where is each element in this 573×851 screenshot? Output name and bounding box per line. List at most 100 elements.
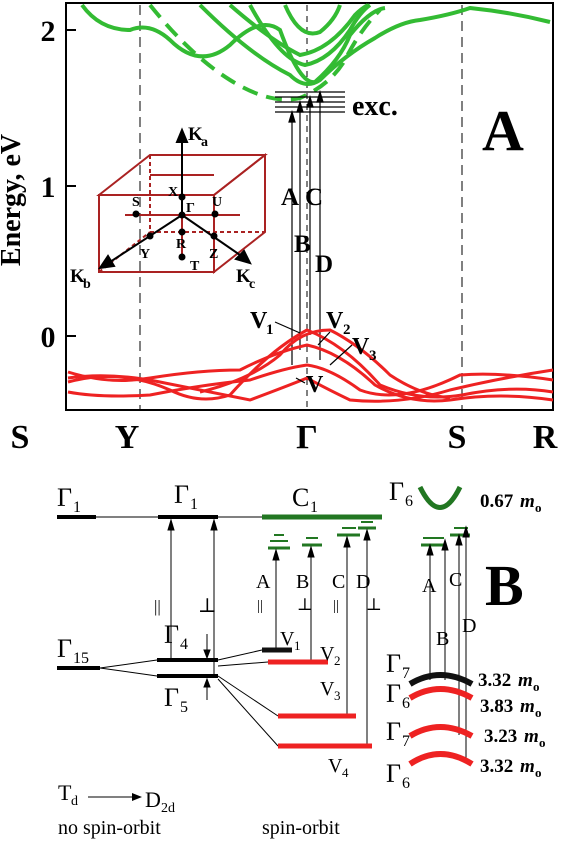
mass-sub: o — [539, 735, 546, 750]
v2-label: V — [320, 643, 335, 665]
arrowhead — [462, 525, 470, 538]
d2d-label: D — [145, 787, 161, 812]
mass-sub: o — [535, 765, 542, 780]
label-z: Z — [209, 247, 218, 262]
bz-point-labels: X Γ S U Y R Z T — [132, 185, 222, 274]
panel-a-frame — [65, 2, 554, 411]
rb-label-a: A — [422, 575, 437, 597]
arrowhead — [343, 535, 351, 548]
valence-band — [67, 343, 554, 403]
c1-sub: 1 — [310, 499, 318, 516]
k-label-gamma: Γ — [296, 419, 318, 456]
kb-axis — [109, 214, 183, 263]
v4-sub: 4 — [342, 765, 349, 780]
arrowhead — [132, 793, 142, 801]
gamma6-lower-label: Γ — [386, 759, 401, 788]
point-y — [146, 232, 154, 240]
conduction-bands — [80, 3, 551, 102]
gamma1-left-sub: 1 — [73, 499, 81, 516]
v1-label: V — [280, 628, 295, 650]
conduction-band-dashed — [148, 3, 382, 102]
transition-label-a: A — [281, 184, 299, 211]
arrowhead — [316, 89, 324, 103]
b-label-b: B — [296, 571, 309, 593]
kb-sub: b — [83, 277, 91, 292]
caption-no-spin-orbit: no spin-orbit — [58, 817, 161, 839]
v2-sub: 2 — [334, 653, 341, 668]
arrowhead — [203, 649, 211, 660]
rb-label-b: B — [436, 628, 449, 650]
b-pol-d: ⊥ — [366, 595, 382, 614]
gamma4-label: Γ — [164, 620, 179, 649]
gamma6-upper-arc — [408, 686, 474, 701]
valence-labels: V 1 V 2 V 3 V — [250, 308, 377, 398]
valence-label-pointers — [274, 321, 353, 384]
y-axis-label: Energy, eV — [0, 134, 27, 266]
mass-value: 3.32 — [478, 670, 511, 691]
kc-label: K — [236, 266, 251, 287]
mass-symbol: m — [520, 696, 535, 717]
b-pol-c: || — [333, 598, 339, 614]
gamma15-label: Γ — [57, 634, 72, 663]
mass-symbol: m — [520, 756, 535, 777]
label-y: Y — [140, 247, 150, 262]
gamma7-upper-label: Γ — [386, 649, 401, 678]
point-gamma — [178, 211, 186, 219]
arrowhead — [307, 545, 315, 558]
arrowhead — [288, 109, 296, 123]
b-label-a: A — [256, 571, 271, 593]
arrowhead — [210, 518, 218, 531]
rb-label-c: C — [449, 569, 462, 591]
v3-label: V — [320, 678, 335, 700]
valence-bands — [67, 328, 554, 403]
gamma7-lower-label: Γ — [386, 717, 401, 746]
mass-symbol: m — [520, 491, 535, 512]
gamma1-mid-label: Γ — [174, 480, 189, 509]
v4-label: V — [328, 755, 343, 777]
bz-points — [132, 193, 219, 261]
y-tick-label: 2 — [41, 15, 56, 48]
gamma6-upper-label: Γ — [386, 679, 401, 708]
k-label-s2: S — [448, 419, 467, 456]
arrowhead — [363, 528, 371, 541]
gamma1-left-label: Γ — [57, 483, 72, 512]
connector — [217, 678, 279, 747]
arrowhead — [167, 518, 175, 531]
point-u — [211, 210, 219, 218]
rb-label-d: D — [462, 615, 476, 637]
arrowhead — [272, 548, 280, 561]
label-gamma: Γ — [186, 201, 195, 216]
v1-label: V — [250, 308, 268, 334]
brillouin-zone-inset: X Γ S U Y R Z T K a K b K c — [70, 124, 268, 292]
v2-sub: 2 — [343, 322, 351, 338]
point-t — [178, 253, 186, 261]
caption-spin-orbit: spin-orbit — [262, 817, 340, 839]
v-label: V — [306, 372, 324, 398]
connector — [217, 661, 269, 667]
gamma6-c-label: Γ — [389, 477, 404, 506]
transition-label-c: C — [305, 184, 323, 211]
mass-value: 3.32 — [480, 756, 513, 777]
mass-symbol: m — [524, 726, 539, 747]
v3-label: V — [352, 334, 370, 360]
mass-sub: o — [533, 679, 540, 694]
gamma6-lower-sub: 6 — [402, 775, 410, 792]
conduction-band — [248, 3, 372, 68]
arrowhead — [441, 538, 449, 551]
connector — [99, 659, 158, 669]
arrowhead — [203, 677, 211, 688]
gamma15-sub: 15 — [73, 650, 89, 667]
kc-arrowhead — [234, 249, 252, 265]
y-tick-label: 1 — [41, 171, 56, 204]
arrowhead — [296, 99, 304, 113]
arrowhead — [426, 543, 434, 556]
label-r: R — [176, 237, 187, 252]
label-u: U — [212, 195, 222, 210]
gamma7-upper-sub: 7 — [402, 665, 410, 682]
gamma5-label: Γ — [164, 683, 179, 712]
ka-label: K — [188, 124, 203, 145]
transition-label-d: D — [315, 251, 333, 278]
panel-b-letter: B — [485, 553, 524, 618]
panel-a-letter: A — [482, 98, 524, 163]
v1-sub: 1 — [294, 638, 301, 653]
